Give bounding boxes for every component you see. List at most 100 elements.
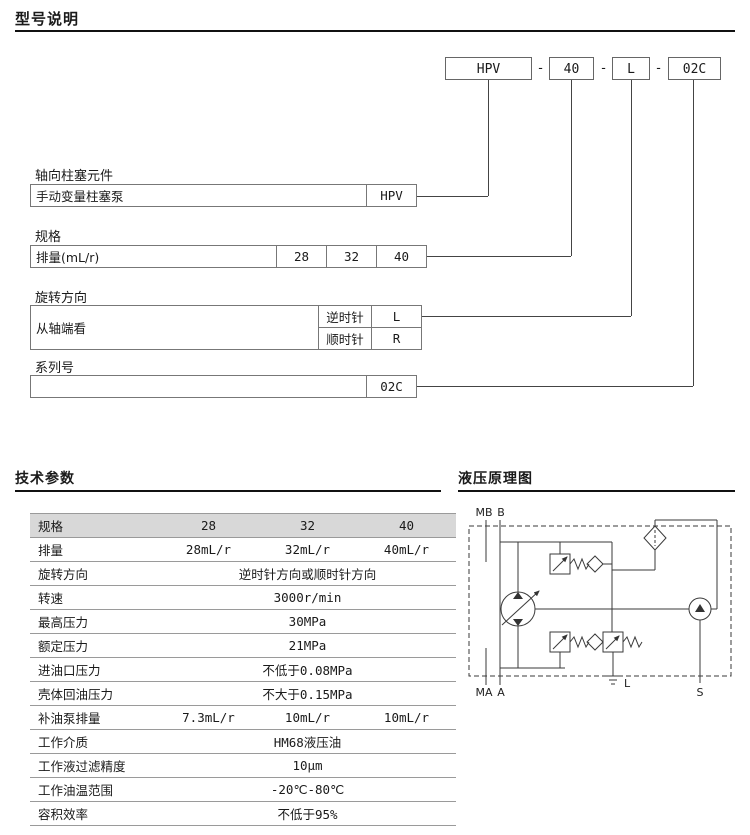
pump-flow-triangle (695, 604, 705, 612)
tech-value-cell: 不低于0.08MPa (159, 657, 456, 682)
system-boundary (468, 525, 732, 677)
tech-label-cell: 排量 (30, 537, 159, 562)
rotation-code-cell: R (371, 327, 422, 350)
port-label-b: B (497, 506, 505, 519)
table-row: 排量(mL/r) 28 32 40 (30, 245, 427, 268)
check-valve (586, 555, 604, 573)
tech-value-cell: 32 (258, 513, 357, 538)
tech-label-cell: 旋转方向 (30, 561, 159, 586)
table-row: 旋转方向 逆时针方向或顺时针方向 (30, 561, 456, 586)
table-row: 额定压力 21MPa (30, 633, 456, 658)
element-table: 手动变量柱塞泵 HPV (30, 184, 417, 207)
rotation-dir-cell: 顺时针 (318, 327, 372, 350)
tech-heading: 技术参数 (15, 471, 75, 487)
section-label-spec: 规格 (35, 230, 62, 245)
connector-displacement-horizontal (400, 256, 571, 257)
connector-rotation-vertical (631, 80, 632, 316)
title-rule (15, 30, 735, 32)
port-label-l: L (624, 677, 631, 690)
connector-part-horizontal (400, 196, 488, 197)
variable-displacement-arrow (501, 590, 540, 626)
spring-symbol (622, 635, 643, 649)
connector-series-horizontal (400, 386, 693, 387)
tech-value-cell: 10μm (159, 753, 456, 778)
tech-label-cell: 转速 (30, 585, 159, 610)
connector-series-vertical (693, 80, 694, 386)
model-code-part: HPV (445, 57, 532, 80)
connector-rotation-horizontal (400, 316, 631, 317)
connector-part-vertical (488, 80, 489, 196)
spec-table: 排量(mL/r) 28 32 40 (30, 245, 427, 268)
tech-label-cell: 工作油温范围 (30, 777, 159, 802)
table-row: 规格 28 32 40 (30, 513, 456, 538)
rotation-table: 从轴端看 逆时针 L 顺时针 R (30, 305, 422, 350)
table-row: 从轴端看 逆时针 L (30, 305, 422, 350)
tech-label-cell: 额定压力 (30, 633, 159, 658)
port-label-ma: MA (475, 686, 492, 699)
table-row: 工作油温范围 -20℃-80℃ (30, 777, 456, 802)
table-row: 壳体回油压力 不大于0.15MPa (30, 681, 456, 706)
section-label-element: 轴向柱塞元件 (35, 169, 114, 184)
pump-flow-triangle (513, 619, 523, 626)
rotation-code-cell: L (371, 305, 422, 328)
tech-value-cell: 28 (159, 513, 258, 538)
table-row: 容积效率 不低于95% (30, 801, 456, 826)
rotation-row-label-cell: 从轴端看 (30, 305, 319, 350)
tech-parameters-table: 规格 28 32 40 排量 28mL/r 32mL/r 40mL/r 旋转方向… (30, 513, 456, 826)
tech-label-cell: 容积效率 (30, 801, 159, 826)
tech-value-cell: -20℃-80℃ (159, 777, 456, 802)
tech-rule (15, 490, 441, 492)
spec-row-label-cell: 排量(mL/r) (30, 245, 277, 268)
tech-label-cell: 壳体回油压力 (30, 681, 159, 706)
tech-value-cell: 10mL/r (258, 705, 357, 730)
element-desc-cell: 手动变量柱塞泵 (30, 184, 367, 207)
table-row: 顺时针 R (31, 327, 422, 350)
model-code-rotation: L (612, 57, 650, 80)
element-code-cell: HPV (366, 184, 417, 207)
tech-label-cell: 进油口压力 (30, 657, 159, 682)
pump-flow-triangle (513, 592, 523, 599)
port-label-a: A (497, 686, 505, 699)
table-row: 02C (30, 375, 417, 398)
tech-value-cell: 21MPa (159, 633, 456, 658)
section-label-series: 系列号 (35, 361, 75, 376)
model-code-separator: - (536, 61, 545, 76)
tech-value-cell: 40mL/r (357, 537, 456, 562)
spring-symbol (569, 557, 590, 571)
model-code-series: 02C (668, 57, 721, 80)
model-code-separator: - (599, 61, 608, 76)
tech-value-cell: 28mL/r (159, 537, 258, 562)
schematic-rule (458, 490, 735, 492)
tech-value-cell: 40 (357, 513, 456, 538)
spring-symbol (569, 635, 590, 649)
table-row: 工作液过滤精度 10μm (30, 753, 456, 778)
tech-label-cell: 补油泵排量 (30, 705, 159, 730)
tech-value-cell: 不低于95% (159, 801, 456, 826)
tech-value-cell: 30MPa (159, 609, 456, 634)
connector-displacement-vertical (571, 80, 572, 256)
table-row: 最高压力 30MPa (30, 609, 456, 634)
tech-value-cell: HM68液压油 (159, 729, 456, 754)
check-valve (586, 633, 604, 651)
tech-label-cell: 工作介质 (30, 729, 159, 754)
tech-label-cell: 最高压力 (30, 609, 159, 634)
series-table: 02C (30, 375, 417, 398)
series-code-cell: 02C (366, 375, 417, 398)
port-label-mb: MB (475, 506, 492, 519)
table-row: 进油口压力 不低于0.08MPa (30, 657, 456, 682)
table-row: 工作介质 HM68液压油 (30, 729, 456, 754)
tech-value-cell: 32mL/r (258, 537, 357, 562)
rotation-dir-cell: 逆时针 (318, 305, 372, 328)
tech-value-cell: 10mL/r (357, 705, 456, 730)
model-code-separator: - (654, 61, 663, 76)
hydraulic-schematic-diagram: MB B MA A L S (468, 506, 732, 699)
model-code-displacement: 40 (549, 57, 594, 80)
table-row: 补油泵排量 7.3mL/r 10mL/r 10mL/r (30, 705, 456, 730)
tech-label-cell: 工作液过滤精度 (30, 753, 159, 778)
page-title: 型号说明 (15, 10, 80, 28)
table-row: 转速 3000r/min (30, 585, 456, 610)
tech-value-cell: 逆时针方向或顺时针方向 (159, 561, 456, 586)
spec-value-cell: 40 (376, 245, 427, 268)
spec-value-cell: 28 (276, 245, 327, 268)
